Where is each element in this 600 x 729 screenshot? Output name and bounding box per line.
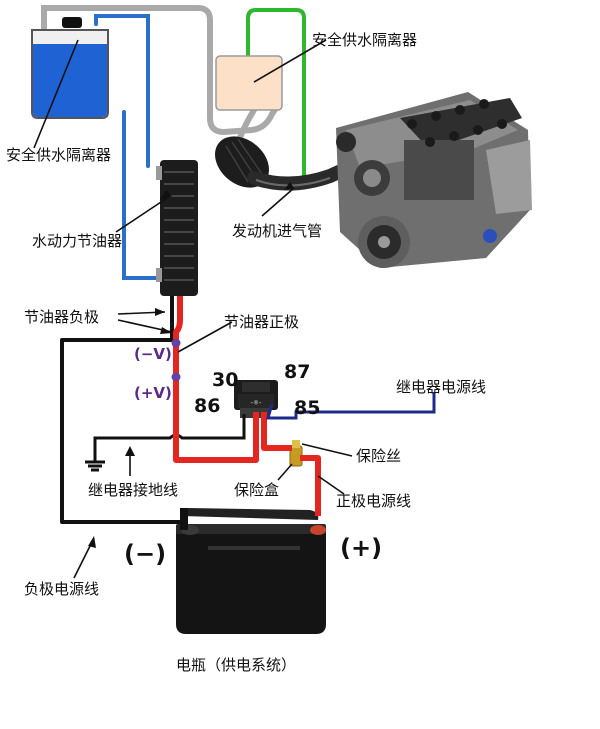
battery-label: 电瓶（供电系统）: [176, 656, 296, 674]
battery-negative-label: (−): [124, 540, 166, 568]
relay-pin-30: 30: [212, 369, 238, 391]
leader-arrows: [88, 182, 294, 548]
relay-pin-85: 85: [294, 397, 320, 419]
regulator-label: 水动力节油器: [32, 232, 122, 250]
svg-text:-®-: -®-: [250, 399, 263, 407]
regulator-terminal-dots: [171, 338, 181, 382]
regulator-negative-label: 节油器负极: [24, 308, 99, 326]
relay-pin-87: 87: [284, 361, 310, 383]
hydro-fuel-regulator: [156, 160, 198, 296]
negative-power-line-label: 负极电源线: [24, 580, 99, 598]
relay-pin-86: 86: [194, 395, 220, 417]
relay-ground-line-label: 继电器接地线: [88, 481, 178, 499]
pos-v-label: (+V): [134, 384, 172, 402]
positive-power-wire: [173, 296, 321, 516]
positive-power-line-label: 正极电源线: [336, 492, 411, 510]
battery-body: [176, 508, 326, 634]
neg-v-label: (−V): [134, 345, 172, 363]
safety-isolator-box: [215, 55, 283, 111]
engine-image: [215, 92, 532, 268]
fuse-label: 保险丝: [356, 447, 401, 465]
intake-pipe-label: 发动机进气管: [232, 222, 322, 240]
green-gas-line: [246, 8, 306, 178]
negative-power-wire: [60, 296, 185, 524]
water-tank-label: 安全供水隔离器: [6, 146, 111, 164]
relay-power-line-label: 继电器电源线: [396, 378, 486, 396]
water-isolator-tank: [31, 17, 109, 119]
relay-power-wire: [266, 392, 436, 420]
battery-strap: [180, 508, 188, 530]
safety-isolator-label: 安全供水隔离器: [312, 31, 417, 49]
blue-water-lines: [94, 14, 166, 280]
fuse-box-label: 保险盒: [234, 481, 279, 499]
battery-positive-label: (+): [340, 534, 382, 562]
fuse-box-shape: [289, 440, 303, 467]
regulator-positive-label: 节油器正极: [224, 313, 299, 331]
